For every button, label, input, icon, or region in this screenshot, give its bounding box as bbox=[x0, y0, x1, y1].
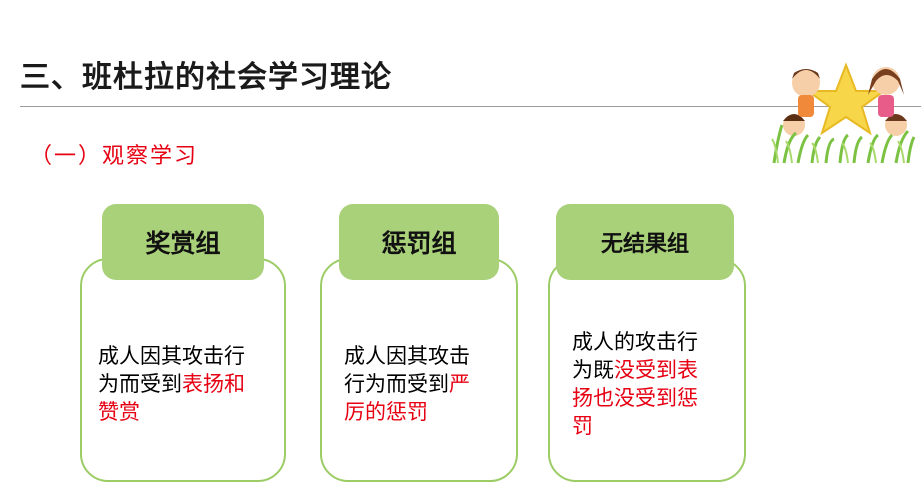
reward-group-label: 奖赏组 bbox=[102, 204, 264, 280]
description-line: 扬也没受到惩 bbox=[572, 386, 698, 410]
punishment-group-card bbox=[320, 258, 518, 482]
no-consequence-group-description: 成人的攻击行 为既没受到表 扬也没受到惩 罚 bbox=[572, 328, 698, 440]
description-line: 成人因其攻击行 bbox=[98, 344, 245, 368]
punishment-group-description: 成人因其攻击 行为而受到严 厉的惩罚 bbox=[344, 342, 470, 426]
description-line: 为既没受到表 bbox=[572, 358, 698, 382]
no-consequence-group-card bbox=[548, 258, 746, 482]
description-line: 厉的惩罚 bbox=[344, 400, 428, 424]
punishment-group-label: 惩罚组 bbox=[339, 204, 499, 280]
description-line: 罚 bbox=[572, 414, 593, 438]
description-line: 赞赏 bbox=[98, 400, 140, 424]
children-with-star-icon bbox=[771, 62, 916, 164]
no-consequence-group-label: 无结果组 bbox=[556, 204, 734, 280]
slide-title: 三、班杜拉的社会学习理论 bbox=[20, 60, 392, 95]
description-line: 行为而受到严 bbox=[344, 372, 470, 396]
description-line: 为而受到表扬和 bbox=[98, 372, 245, 396]
description-line: 成人因其攻击 bbox=[344, 344, 470, 368]
description-line: 成人的攻击行 bbox=[572, 330, 698, 354]
reward-group-description: 成人因其攻击行 为而受到表扬和 赞赏 bbox=[98, 342, 245, 426]
title-divider bbox=[20, 106, 921, 107]
section-heading: （一）观察学习 bbox=[30, 144, 199, 169]
